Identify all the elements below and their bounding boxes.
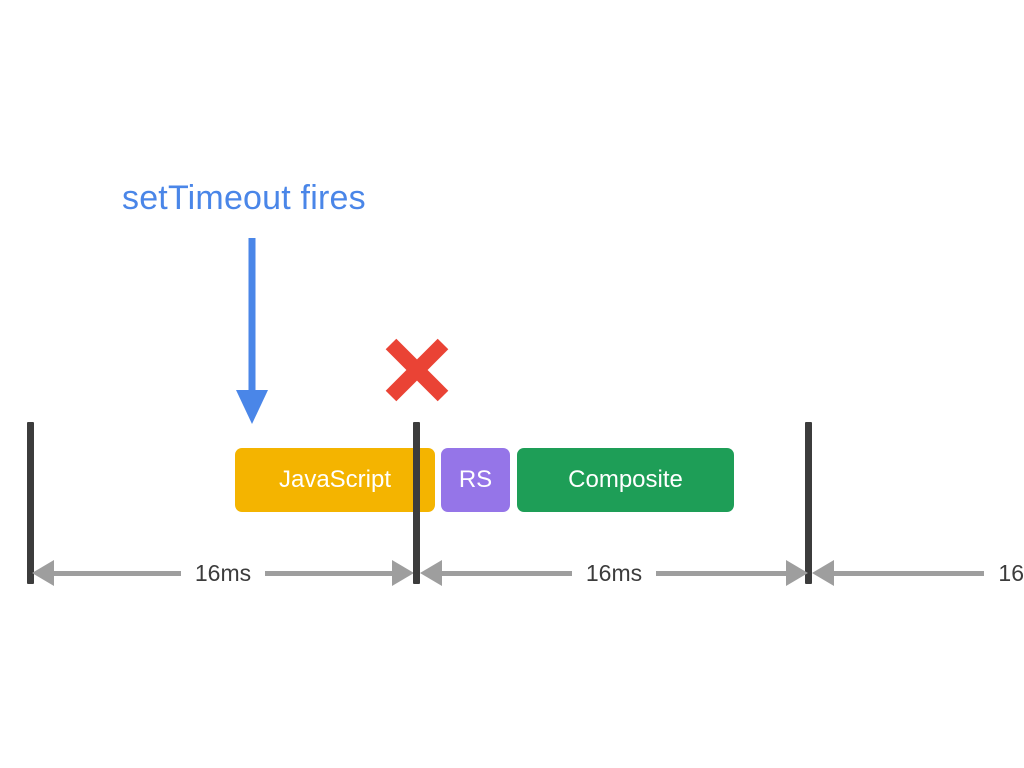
frame-span-1: 16ms (420, 556, 808, 590)
span-line (265, 570, 392, 576)
span-line (834, 570, 985, 576)
span-line (54, 570, 181, 576)
arrow-left-icon (812, 560, 834, 586)
span-line (442, 570, 572, 576)
task-bar-javascript[interactable]: JavaScript (235, 448, 435, 512)
arrow-right-icon (392, 560, 414, 586)
frame-span-0-label: 16ms (194, 559, 252, 586)
arrow-right-icon (786, 560, 808, 586)
arrow-left-icon (32, 560, 54, 586)
frame-boundary-0 (27, 422, 34, 584)
span-line (656, 570, 786, 576)
task-bar-composite[interactable]: Composite (517, 448, 734, 512)
frame-span-2-label: 16 (998, 559, 1024, 586)
frame-span-1-label: 16ms (585, 559, 643, 586)
frame-span-2: 16 (812, 556, 1024, 590)
task-bar-recalc-style[interactable]: RS (441, 448, 510, 512)
frame-boundary-2 (805, 422, 812, 584)
arrow-left-icon (420, 560, 442, 586)
red-x-icon (383, 336, 451, 404)
down-arrow-icon (232, 238, 272, 424)
frame-boundary-1 (413, 422, 420, 584)
frame-span-0: 16ms (32, 556, 414, 590)
settimeout-annotation-label: setTimeout fires (122, 179, 366, 217)
